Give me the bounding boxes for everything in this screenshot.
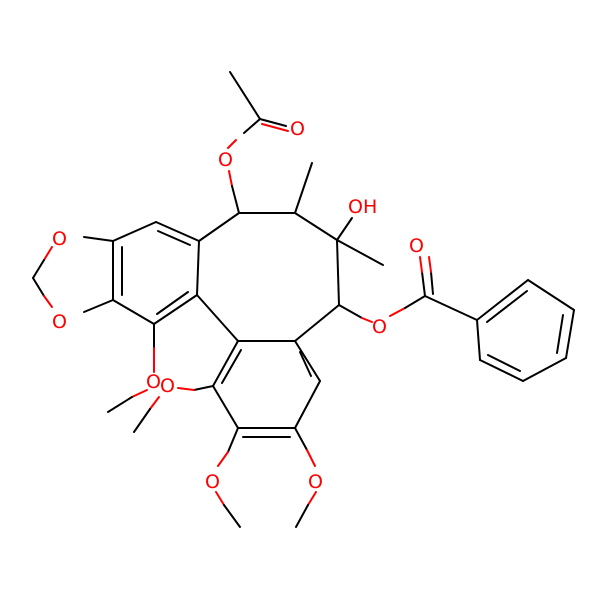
bond bbox=[556, 314, 564, 354]
bond bbox=[336, 217, 353, 241]
dioxole-lower-oxygen-label: O bbox=[52, 311, 67, 333]
bond bbox=[217, 451, 229, 467]
bond bbox=[430, 271, 434, 295]
bond bbox=[421, 271, 426, 297]
benzoyl-ester-oxygen-label: O bbox=[372, 316, 387, 338]
bond bbox=[153, 294, 198, 325]
bond bbox=[131, 389, 148, 398]
bond bbox=[228, 170, 233, 187]
bond bbox=[212, 340, 239, 387]
bond bbox=[336, 239, 384, 266]
bond bbox=[306, 449, 316, 467]
bond bbox=[299, 351, 312, 377]
bond bbox=[221, 349, 242, 384]
bond bbox=[155, 221, 200, 242]
bond bbox=[177, 387, 195, 391]
methoxy-oxygen-label: O bbox=[160, 375, 175, 397]
bond bbox=[295, 504, 309, 528]
acetyl-ester-oxygen-label: O bbox=[218, 149, 233, 171]
bond bbox=[156, 291, 189, 315]
bond bbox=[479, 359, 524, 382]
bond bbox=[404, 295, 426, 309]
bond bbox=[83, 299, 114, 313]
bond bbox=[336, 239, 340, 306]
bond bbox=[361, 317, 373, 323]
bond bbox=[419, 256, 423, 273]
bond bbox=[243, 118, 261, 134]
bond bbox=[198, 212, 240, 242]
bond bbox=[196, 294, 239, 342]
bond bbox=[294, 304, 340, 342]
bond bbox=[112, 221, 157, 242]
bond bbox=[527, 279, 575, 311]
bond bbox=[157, 230, 191, 246]
bond bbox=[212, 385, 239, 429]
bond bbox=[294, 380, 321, 429]
bond bbox=[307, 491, 317, 506]
bond bbox=[424, 295, 478, 321]
bond bbox=[193, 385, 214, 391]
benzoyl-carbonyl-oxygen-label: O bbox=[409, 235, 424, 257]
bond bbox=[43, 246, 53, 261]
bond bbox=[229, 71, 261, 120]
bond bbox=[107, 396, 133, 413]
bond bbox=[32, 259, 45, 279]
bond bbox=[227, 427, 239, 453]
acetyl-carbonyl-oxygen-label: O bbox=[290, 118, 305, 140]
bond bbox=[261, 123, 289, 132]
bond bbox=[83, 236, 114, 242]
bond bbox=[338, 304, 363, 319]
dioxole-upper-oxygen-label: O bbox=[52, 228, 67, 250]
bond bbox=[565, 309, 575, 359]
bond bbox=[476, 319, 481, 361]
bond bbox=[428, 256, 432, 273]
methoxy-oxygen-label: O bbox=[146, 371, 161, 393]
bond bbox=[223, 504, 241, 528]
bond bbox=[389, 307, 406, 317]
bond bbox=[112, 299, 155, 325]
bond bbox=[196, 240, 200, 296]
bond bbox=[43, 295, 53, 308]
hydroxyl-label: OH bbox=[348, 196, 377, 218]
methoxy-oxygen-label: O bbox=[308, 471, 323, 493]
bond bbox=[294, 162, 313, 214]
bond bbox=[476, 279, 529, 321]
bond bbox=[487, 354, 521, 372]
bond bbox=[259, 118, 287, 127]
bond bbox=[149, 396, 160, 410]
bond bbox=[133, 408, 151, 433]
bond bbox=[522, 357, 567, 382]
bond bbox=[215, 491, 225, 506]
bond bbox=[486, 290, 528, 323]
bond bbox=[294, 340, 321, 382]
bond bbox=[294, 212, 338, 241]
bond bbox=[227, 139, 237, 149]
bond bbox=[231, 185, 240, 214]
bond bbox=[294, 427, 308, 451]
methoxy-oxygen-label: O bbox=[205, 471, 220, 493]
bond bbox=[32, 277, 45, 297]
